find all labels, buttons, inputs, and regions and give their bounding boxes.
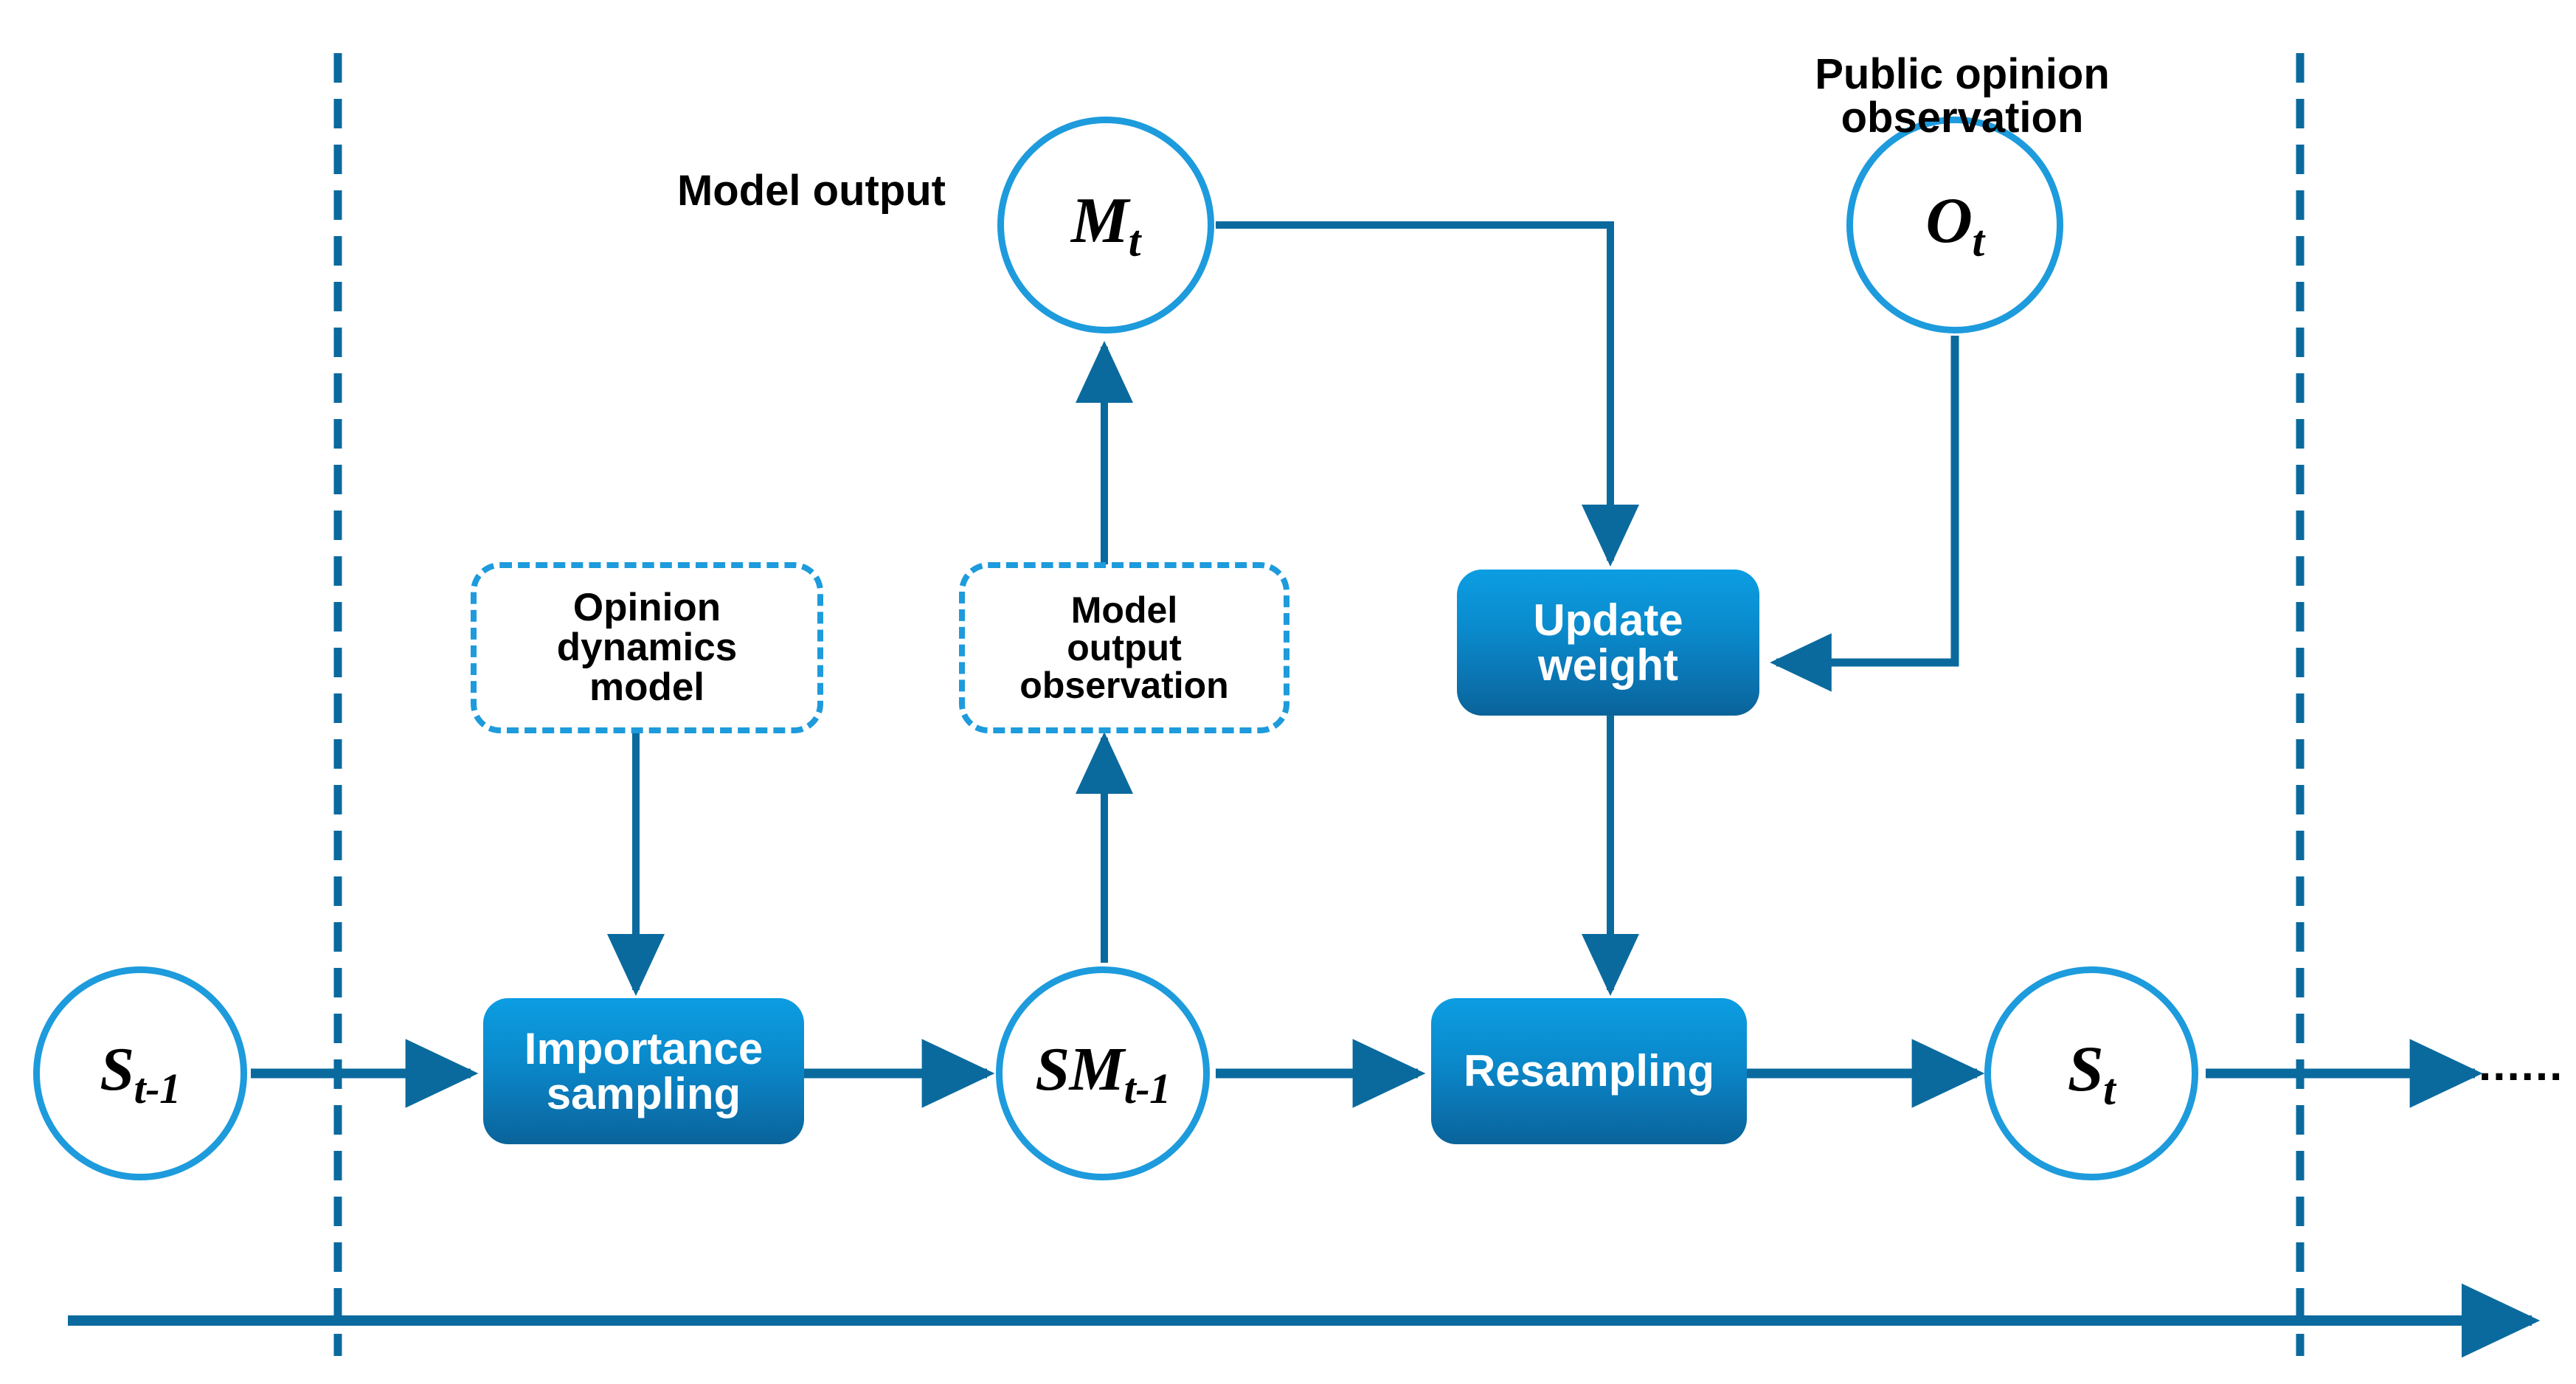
node-sampled-state-symbol: SM	[1035, 1035, 1124, 1104]
node-observation-symbol: O	[1925, 184, 1973, 257]
node-public-opinion-observation[interactable]: Ot	[1846, 117, 2063, 333]
annotation-model-output: Model output	[634, 125, 988, 212]
node-state-prev-subscript: t-1	[134, 1064, 181, 1113]
dashed-box-model-output-observation[interactable]: Model output observation	[959, 562, 1289, 733]
node-state-next-symbol: S	[2067, 1033, 2104, 1105]
dashed-box-opinion-dynamics-model[interactable]: Opinion dynamics model	[471, 562, 823, 733]
arrow-mt-to-update-weight	[1216, 221, 1639, 567]
process-update-weight-label: Update weight	[1533, 595, 1683, 690]
process-resampling-label: Resampling	[1463, 1046, 1715, 1096]
annotation-continuation-dots: ......	[2479, 1039, 2563, 1091]
node-state-next-subscript: t	[2103, 1065, 2116, 1114]
node-model-output-subscript: t	[1128, 216, 1141, 266]
node-observation-subscript: t	[1972, 216, 1984, 266]
node-sampled-state-subscript: t-1	[1123, 1064, 1171, 1113]
process-importance-sampling-label: Importance sampling	[524, 1023, 764, 1118]
annotation-model-output-text: Model output	[676, 167, 946, 215]
process-importance-sampling[interactable]: Importance sampling	[483, 998, 804, 1144]
dashed-box-opinion-dynamics-model-label: Opinion dynamics model	[556, 585, 738, 710]
dashed-box-model-output-observation-label: Model output observation	[1019, 589, 1229, 706]
annotation-public-opinion-observation: Public opinion observation	[1748, 9, 2176, 139]
node-model-output-symbol: M	[1071, 184, 1129, 257]
arrow-observation-to-update-weight	[1770, 336, 1959, 692]
process-resampling[interactable]: Resampling	[1431, 998, 1747, 1144]
annotation-continuation-dots-text: ......	[2479, 1039, 2564, 1090]
process-update-weight[interactable]: Update weight	[1457, 570, 1759, 716]
node-state-prev-symbol: S	[100, 1035, 134, 1104]
node-state-prev[interactable]: St-1	[33, 966, 247, 1180]
node-state-next[interactable]: St	[1984, 966, 2198, 1180]
annotation-public-opinion-observation-text: Public opinion observation	[1815, 50, 2110, 142]
node-sampled-state[interactable]: SMt-1	[996, 966, 1210, 1180]
node-model-output[interactable]: Mt	[997, 117, 1214, 333]
